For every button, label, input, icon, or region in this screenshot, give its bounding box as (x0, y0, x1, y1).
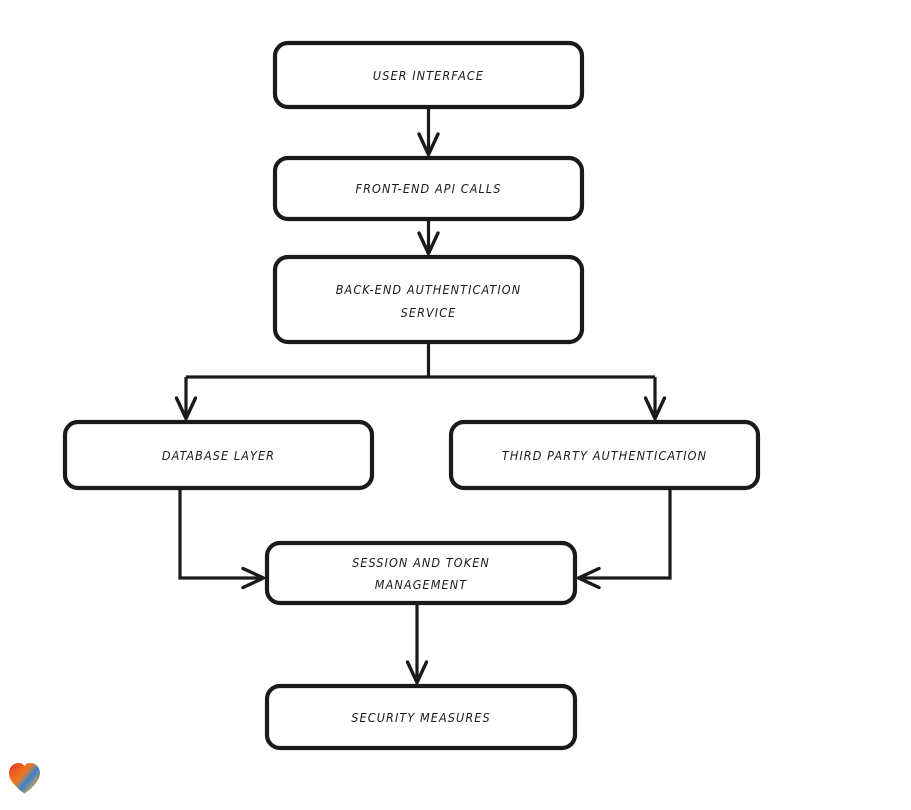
node-session-and-token-management-label-line2: MANAGEMENT (375, 577, 467, 592)
node-database-layer-label: DATABASE LAYER (162, 448, 275, 463)
node-third-party-authentication[interactable]: THIRD PARTY AUTHENTICATION (448, 419, 761, 491)
nodes-layer: USER INTERFACE FRONT-END API CALLS BACK-… (62, 40, 761, 751)
node-session-and-token-management-box[interactable] (264, 540, 578, 606)
node-user-interface-label: USER INTERFACE (373, 68, 484, 83)
node-security-measures[interactable]: SECURITY MEASURES (264, 683, 578, 751)
node-back-end-authentication-service[interactable]: BACK-END AUTHENTICATION SERVICE (272, 254, 585, 345)
edge-database-to-session (178, 488, 266, 590)
node-security-measures-box[interactable] (264, 683, 578, 751)
edge-api-to-backend (417, 219, 440, 256)
node-front-end-api-calls[interactable]: FRONT-END API CALLS (272, 155, 585, 222)
node-user-interface-box[interactable] (272, 40, 585, 110)
edge-ui-to-api (417, 107, 440, 157)
node-back-end-authentication-service-label-line1: BACK-END AUTHENTICATION (336, 282, 522, 297)
node-user-interface[interactable]: USER INTERFACE (272, 40, 585, 110)
edges-layer (174, 107, 672, 685)
heart-icon (9, 763, 40, 794)
node-session-and-token-management-label-line1: SESSION AND TOKEN (352, 555, 490, 570)
node-back-end-authentication-service-box[interactable] (272, 254, 585, 345)
edge-backend-branch-bus (186, 342, 655, 379)
node-third-party-authentication-label: THIRD PARTY AUTHENTICATION (502, 448, 707, 463)
node-front-end-api-calls-box[interactable] (272, 155, 585, 222)
node-front-end-api-calls-label: FRONT-END API CALLS (356, 181, 502, 196)
node-database-layer[interactable]: DATABASE LAYER (62, 419, 375, 491)
edge-backend-to-thirdparty (643, 377, 667, 421)
node-third-party-authentication-box[interactable] (448, 419, 761, 491)
node-security-measures-label: SECURITY MEASURES (351, 710, 490, 725)
node-session-and-token-management[interactable]: SESSION AND TOKEN MANAGEMENT (264, 540, 578, 606)
node-database-layer-box[interactable] (62, 419, 375, 491)
edge-session-to-security (405, 603, 429, 685)
edge-backend-to-database (174, 377, 198, 421)
edge-thirdparty-to-session (576, 488, 672, 590)
node-back-end-authentication-service-label-line2: SERVICE (401, 305, 457, 320)
